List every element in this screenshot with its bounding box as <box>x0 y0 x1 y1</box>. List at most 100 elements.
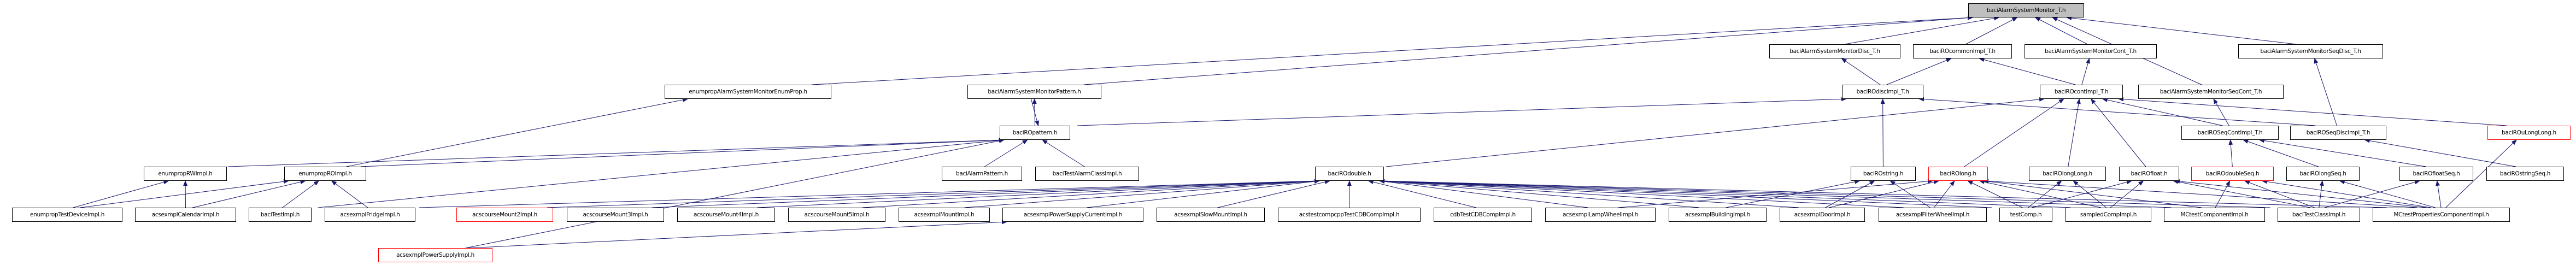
node-asm-seq-cont[interactable]: baciAlarmSystemMonitorSeqCont_T.h <box>2138 85 2284 99</box>
node-label: acstestcompcppTestCDBCompImpl.h <box>1299 211 1400 218</box>
node-disc[interactable]: baciROdiscImpl_T.h <box>1842 85 1923 99</box>
node-mount5[interactable]: acscourseMount5Impl.h <box>788 208 885 222</box>
edge-cont-to-asmCont <box>2081 58 2090 85</box>
edge-door-to-roDouble <box>1379 179 1799 208</box>
node-ro-float-seq[interactable]: baciROfloatSeq.h <box>2399 167 2473 181</box>
edge-lamp-to-roLong <box>1618 179 1933 208</box>
node-ro-pattern[interactable]: baciROpattern.h <box>1000 126 1070 140</box>
node-label: baciAlarmPattern.h <box>955 170 1008 177</box>
node-label: baciTestClassImpl.h <box>2292 211 2346 218</box>
node-label: baciROlongLong.h <box>2043 170 2092 177</box>
node-seq-cont[interactable]: baciROSeqContImpl_T.h <box>2181 126 2279 140</box>
edge-common-to-asm <box>1965 17 2018 45</box>
edge-powerSupply-to-roPattern <box>465 138 1005 249</box>
edge-roLongSeq-to-seqCont <box>2243 139 2319 167</box>
node-ro-long-seq[interactable]: baciROlongSeq.h <box>2286 167 2360 181</box>
node-mount[interactable]: acsexmplMountImpl.h <box>899 208 990 222</box>
node-lamp[interactable]: acsexmplLampWheelImpl.h <box>1545 208 1656 222</box>
edge-powerSupply-to-psCurrent <box>467 220 1007 249</box>
node-label: acsexmplDoorImpl.h <box>1794 211 1851 218</box>
edge-enumRO-to-enumAsm <box>346 97 689 167</box>
edge-asmSeqDisc-to-asm <box>2066 16 2297 45</box>
node-test-comp[interactable]: testComp.h <box>1999 208 2052 222</box>
node-power-supply[interactable]: acsexmplPowerSupplyImpl.h <box>378 248 492 262</box>
node-building[interactable]: acsexmplBuildingImpl.h <box>1669 208 1767 222</box>
node-mc-comp[interactable]: MCtestComponentImpl.h <box>2164 208 2265 222</box>
node-label: acsexmplPowerSupplyImpl.h <box>396 252 474 258</box>
edge-testImpl-to-roPattern <box>318 138 1005 208</box>
node-compcpp[interactable]: acstestcompcppTestCDBCompImpl.h <box>1278 208 1421 222</box>
edge-mount2-to-roDouble <box>547 179 1320 208</box>
node-filter[interactable]: acsexmplFilterWheelImpl.h <box>1879 208 1987 222</box>
node-mount4[interactable]: acscourseMount4Impl.h <box>677 208 775 222</box>
node-label: baciTestAlarmClassImpl.h <box>1052 170 1122 177</box>
node-asm-pattern[interactable]: baciAlarmSystemMonitorPattern.h <box>967 85 1101 99</box>
node-label: acscourseMount3Impl.h <box>583 211 648 218</box>
node-label: acscourseMount2Impl.h <box>472 211 537 218</box>
edge-testComp-to-roLong <box>1967 180 2023 208</box>
edge-enumTestDev-to-enumRO <box>80 179 289 208</box>
node-asm-disc[interactable]: baciAlarmSystemMonitorDisc_T.h <box>1769 44 1900 58</box>
node-test-alarm[interactable]: baciTestAlarmClassImpl.h <box>1035 167 1139 181</box>
node-ro-long-long[interactable]: baciROlongLong.h <box>2029 167 2106 181</box>
edge-mcProps-to-roFloatSeq <box>2436 180 2442 208</box>
edge-door-to-roString <box>1825 180 1875 208</box>
node-sampled[interactable]: sampledCompImpl.h <box>2066 208 2151 222</box>
node-asm-seq-disc[interactable]: baciAlarmSystemMonitorSeqDisc_T.h <box>2238 44 2383 58</box>
node-enum-asm[interactable]: enumpropAlarmSystemMonitorEnumProp.h <box>665 85 831 99</box>
node-asm-cont[interactable]: baciAlarmSystemMonitorCont_T.h <box>2025 44 2157 58</box>
node-label: baciROdiscImpl_T.h <box>1856 89 1909 95</box>
node-enum-r-w[interactable]: enumpropRWImpl.h <box>144 167 227 181</box>
edge-testComp-to-roDouble <box>1379 179 1992 208</box>
edge-roFloatSeq-to-seqCont <box>2258 138 2426 167</box>
node-ro-string-seq[interactable]: baciROstringSeq.h <box>2486 167 2564 181</box>
edge-mcProps-to-roLong <box>1983 179 2417 208</box>
node-asm[interactable]: baciAlarmSystemMonitor_T.h <box>1968 3 2084 17</box>
edge-sampled-to-roFloat <box>2110 180 2144 208</box>
edge-cont-to-common <box>1979 57 2076 85</box>
node-ro-long[interactable]: baciROlong.h <box>1928 167 1988 181</box>
node-u-long-long[interactable]: baciROuLongLong.h <box>2487 126 2571 140</box>
node-test-impl[interactable]: baciTestImpl.h <box>249 208 312 222</box>
edge-building-to-roDouble <box>1379 179 1699 208</box>
node-mount3[interactable]: acscourseMount3Impl.h <box>567 208 664 222</box>
edge-seqCont-to-cont <box>2102 98 2223 126</box>
edge-mount3-to-roDouble <box>652 179 1320 208</box>
node-cdb[interactable]: cdbTestCDBCompImpl.h <box>1434 208 1532 222</box>
node-label: acsexmplLampWheelImpl.h <box>1562 211 1639 218</box>
node-ps-current[interactable]: acsexmplPowerSupplyCurrentImpl.h <box>1002 208 1143 222</box>
node-test-class[interactable]: baciTestClassImpl.h <box>2278 208 2360 222</box>
node-cont[interactable]: baciROcontImpl_T.h <box>2040 85 2123 99</box>
edge-door-to-roLong <box>1829 180 1940 208</box>
edge-seqDisc-to-disc <box>1918 97 2316 126</box>
node-slow-mount[interactable]: acsexmplSlowMountImpl.h <box>1157 208 1265 222</box>
node-ro-string[interactable]: baciROstring.h <box>1851 167 1916 181</box>
node-fridge[interactable]: acsexmplFridgeImpl.h <box>325 208 415 222</box>
edge-asmPattern-to-roPattern <box>1031 98 1040 126</box>
node-common[interactable]: baciROcommonImpl_T.h <box>1913 44 2012 58</box>
node-alarm-pattern[interactable]: baciAlarmPattern.h <box>942 167 1022 181</box>
edge-testImpl-to-enumRO <box>282 180 320 208</box>
node-label: enumpropRWImpl.h <box>158 170 213 177</box>
node-label: baciROdoubleSeq.h <box>2205 170 2260 177</box>
node-seq-disc[interactable]: baciROSeqDiscImpl_T.h <box>2290 126 2386 140</box>
node-label: baciAlarmSystemMonitor_T.h <box>1986 7 2066 14</box>
node-label: enumpropROImpl.h <box>298 170 352 177</box>
edge-fridge-to-roDouble <box>419 179 1320 208</box>
node-door[interactable]: acsexmplDoorImpl.h <box>1780 208 1865 222</box>
node-ro-float[interactable]: baciROfloat.h <box>2119 167 2179 181</box>
node-mc-props[interactable]: MCtestPropertiesComponentImpl.h <box>2373 208 2510 222</box>
edge-sampled-to-roDouble <box>1379 179 2071 208</box>
edge-mount-to-roDouble <box>964 179 1320 208</box>
node-mount2[interactable]: acscourseMount2Impl.h <box>456 208 553 222</box>
node-label: baciROlongSeq.h <box>2299 170 2346 177</box>
node-calendar[interactable]: acsexmplCalendarImpl.h <box>135 208 236 222</box>
node-ro-double-seq[interactable]: baciROdoubleSeq.h <box>2191 167 2274 181</box>
node-enum-r-o[interactable]: enumpropROImpl.h <box>284 167 366 181</box>
node-enum-test-dev[interactable]: enumpropTestDeviceImpl.h <box>12 208 122 222</box>
node-label: baciAlarmSystemMonitorDisc_T.h <box>1789 48 1880 55</box>
edge-testClass-to-roDoubleSeq <box>2244 180 2315 208</box>
node-ro-double[interactable]: baciROdouble.h <box>1315 167 1384 181</box>
node-label: enumpropAlarmSystemMonitorEnumProp.h <box>689 89 807 95</box>
